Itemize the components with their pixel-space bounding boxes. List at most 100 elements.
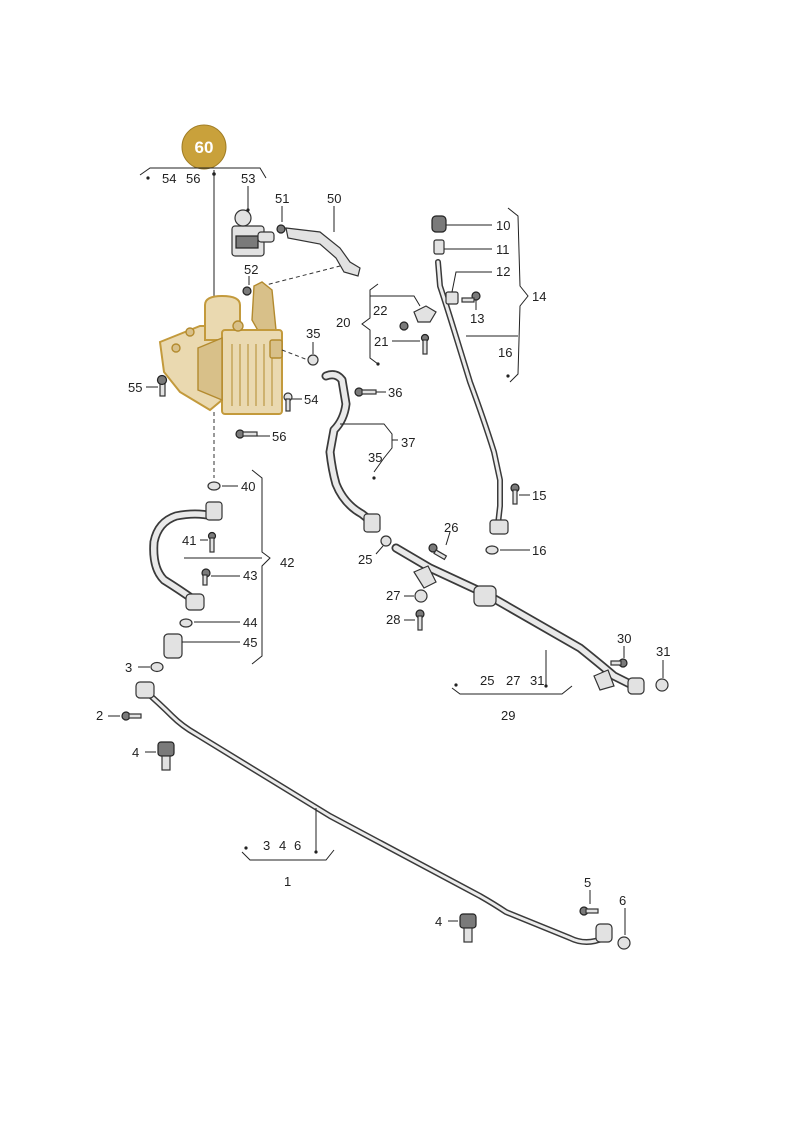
label-44: 44 — [243, 615, 257, 630]
bolt-30[interactable] — [610, 658, 628, 668]
label-35-upper: 35 — [306, 326, 320, 341]
connector-45[interactable] — [163, 633, 183, 659]
label-50: 50 — [327, 191, 341, 206]
bolt-55[interactable] — [156, 374, 168, 397]
label-36: 36 — [388, 385, 402, 400]
label-15: 15 — [532, 488, 546, 503]
nut-51[interactable] — [276, 224, 286, 234]
label-45: 45 — [243, 635, 257, 650]
svg-text:37: 37 — [401, 435, 415, 450]
mounting-bracket[interactable] — [285, 227, 361, 277]
coolant-line-1[interactable] — [135, 681, 613, 945]
bolt-43[interactable] — [201, 568, 211, 586]
label-51: 51 — [275, 191, 289, 206]
svg-text:54: 54 — [162, 171, 176, 186]
bolt-54[interactable] — [283, 392, 293, 412]
svg-text:60: 60 — [195, 138, 214, 157]
coolant-pump[interactable] — [231, 209, 275, 257]
label-28: 28 — [386, 612, 400, 627]
label-22: 22 — [373, 303, 387, 318]
o-ring-25-upper[interactable] — [380, 535, 392, 547]
label-13: 13 — [470, 311, 484, 326]
svg-text:27: 27 — [506, 673, 520, 688]
label-10: 10 — [496, 218, 510, 233]
bolt-36[interactable] — [354, 387, 377, 397]
cap-10[interactable] — [431, 215, 447, 233]
bolt-26[interactable] — [428, 543, 448, 561]
svg-text:25: 25 — [480, 673, 494, 688]
label-43: 43 — [243, 568, 257, 583]
svg-text:20: 20 — [336, 315, 350, 330]
label-16-upper: 16 — [498, 345, 512, 360]
bracket-group-1: 3 4 6 1 — [241, 808, 335, 889]
label-12: 12 — [496, 264, 510, 279]
label-40: 40 — [241, 479, 255, 494]
label-4-upper: 4 — [132, 745, 139, 760]
svg-text:29: 29 — [501, 708, 515, 723]
label-52: 52 — [244, 262, 258, 277]
label-53: 53 — [241, 171, 255, 186]
label-56: 56 — [272, 429, 286, 444]
label-11: 11 — [496, 242, 510, 257]
svg-text:42: 42 — [280, 555, 294, 570]
bracket-group-42: 42 — [184, 469, 294, 665]
coolant-line-31[interactable] — [391, 543, 645, 695]
o-ring-35-upper[interactable] — [307, 354, 319, 366]
label-54: 54 — [304, 392, 318, 407]
clip-22[interactable] — [399, 305, 437, 331]
o-ring-31[interactable] — [655, 678, 669, 692]
bolt-15[interactable] — [510, 483, 520, 505]
clamp-4-upper[interactable] — [157, 741, 175, 771]
svg-text:35: 35 — [368, 450, 382, 465]
heat-exchanger-assembly[interactable] — [158, 281, 283, 415]
clip-12[interactable] — [445, 291, 459, 305]
bolt-41[interactable] — [207, 531, 217, 553]
bolt-5[interactable] — [579, 906, 599, 916]
label-25-upper: 25 — [358, 552, 372, 567]
bracket-group-14: 14 — [506, 207, 546, 383]
coolant-line-16[interactable] — [435, 259, 509, 535]
o-ring-16-lower[interactable] — [485, 545, 499, 555]
label-5: 5 — [584, 875, 591, 890]
label-31: 31 — [656, 644, 670, 659]
nut-27[interactable] — [414, 589, 428, 603]
clamp-4-lower[interactable] — [459, 913, 477, 943]
svg-text:4: 4 — [279, 838, 286, 853]
label-3: 3 — [125, 660, 132, 675]
svg-text:1: 1 — [284, 874, 291, 889]
label-4-lower: 4 — [435, 914, 442, 929]
bracket-group-60: 54 56 — [139, 167, 267, 186]
label-21: 21 — [374, 334, 388, 349]
part-badge-60[interactable]: 60 — [181, 124, 227, 170]
coolant-hose-37[interactable] — [321, 370, 381, 533]
bolt-2[interactable] — [121, 711, 142, 721]
bolt-21[interactable] — [420, 333, 430, 355]
o-ring-40[interactable] — [207, 481, 221, 491]
label-30: 30 — [617, 631, 631, 646]
o-ring-6[interactable] — [617, 936, 631, 950]
bolt-13[interactable] — [461, 291, 481, 303]
label-16-lower: 16 — [532, 543, 546, 558]
svg-text:3: 3 — [263, 838, 270, 853]
bracket-group-29: 25 27 31 29 — [451, 650, 573, 723]
nut-52[interactable] — [242, 286, 252, 296]
label-6: 6 — [619, 893, 626, 908]
svg-text:56: 56 — [186, 171, 200, 186]
label-2: 2 — [96, 708, 103, 723]
svg-text:14: 14 — [532, 289, 546, 304]
label-27: 27 — [386, 588, 400, 603]
o-ring-3[interactable] — [150, 661, 164, 673]
o-ring-44[interactable] — [179, 618, 193, 628]
label-55: 55 — [128, 380, 142, 395]
label-26: 26 — [444, 520, 458, 535]
bracket-group-20: 20 — [336, 283, 380, 366]
bolt-28[interactable] — [415, 609, 425, 631]
svg-text:31: 31 — [530, 673, 544, 688]
valve-insert-11[interactable] — [433, 239, 445, 255]
label-41: 41 — [182, 533, 196, 548]
bracket-group-37: 37 35 — [340, 423, 415, 480]
bolt-56[interactable] — [235, 429, 258, 439]
svg-text:6: 6 — [294, 838, 301, 853]
coolant-hose-42[interactable] — [149, 501, 223, 611]
